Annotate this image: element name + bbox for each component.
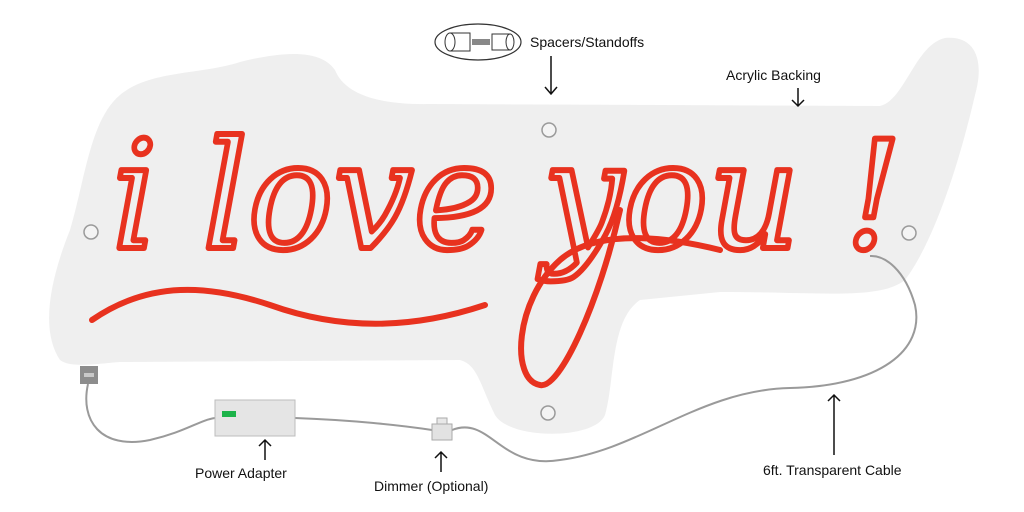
- label-spacers: Spacers/Standoffs: [530, 34, 645, 50]
- standoff-hole-top: [541, 122, 557, 138]
- label-dimmer: Dimmer (Optional): [374, 478, 489, 494]
- label-transparent-cable: 6ft. Transparent Cable: [763, 462, 902, 478]
- acrylic-backing: [49, 37, 979, 434]
- arrow-backing: [791, 88, 805, 108]
- neon-sign-text: i love you !: [112, 110, 902, 284]
- standoff-hole-right: [901, 225, 917, 241]
- arrow-adapter: [258, 438, 272, 460]
- adapter-led: [222, 411, 236, 417]
- arrow-dimmer: [434, 450, 448, 472]
- label-acrylic-backing: Acrylic Backing: [726, 67, 821, 83]
- arrow-spacers: [544, 56, 558, 96]
- dimmer: [431, 423, 453, 441]
- cable-adapter-to-dimmer: [294, 417, 433, 431]
- standoff-hole-bottom: [540, 405, 556, 421]
- standoff-hole-left: [83, 224, 99, 240]
- label-power-adapter: Power Adapter: [195, 465, 287, 481]
- neon-swoosh: [89, 286, 488, 327]
- transparent-cable: [451, 254, 918, 463]
- spacer-standoff-icon: [434, 23, 522, 61]
- cable-plug-to-adapter: [85, 383, 216, 443]
- power-adapter: [214, 399, 296, 437]
- neon-y-tail: [518, 207, 723, 389]
- arrow-cable: [827, 393, 841, 455]
